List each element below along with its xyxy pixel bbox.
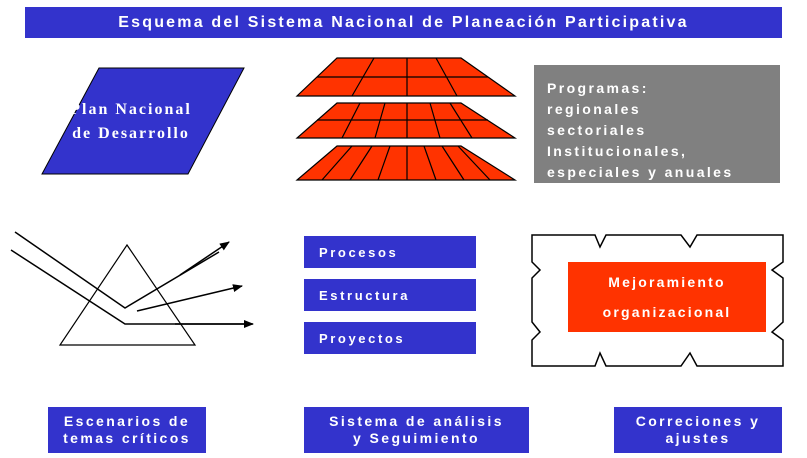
arrow-up bbox=[179, 241, 230, 276]
escenarios-box: Escenarios de temas críticos bbox=[48, 407, 206, 453]
sistema-line-1: Sistema de análisis bbox=[329, 413, 504, 429]
mejoramiento-line-2: organizacional bbox=[602, 304, 732, 320]
prism-triangle bbox=[58, 243, 197, 346]
escenarios-line-1: Escenarios de bbox=[63, 413, 191, 429]
plan-line-2: de Desarrollo bbox=[72, 125, 190, 142]
correciones-box: Correciones y ajustes bbox=[614, 407, 782, 453]
proyectos-box: Proyectos bbox=[304, 322, 476, 354]
mejoramiento-line-1: Mejoramiento bbox=[608, 274, 726, 290]
programas-box: Programas: regionales sectoriales Instit… bbox=[534, 65, 780, 183]
programas-line: especiales y anuales bbox=[547, 164, 734, 180]
escenarios-line-2: temas críticos bbox=[63, 430, 191, 446]
prism-diagram bbox=[10, 231, 254, 346]
correciones-line-2: ajustes bbox=[665, 430, 731, 446]
programas-line: regionales bbox=[547, 101, 642, 117]
sistema-line-2: y Seguimiento bbox=[353, 430, 480, 446]
plane-bottom bbox=[295, 145, 518, 181]
estructura-box: Estructura bbox=[304, 279, 476, 311]
procesos-box: Procesos bbox=[304, 236, 476, 268]
programas-line: Programas: bbox=[547, 80, 649, 96]
mejoramiento-box: Mejoramiento organizacional bbox=[568, 262, 766, 332]
programas-line: Institucionales, bbox=[547, 143, 688, 159]
mejoramiento-frame bbox=[531, 234, 784, 367]
light-ray-lower bbox=[10, 249, 252, 325]
programas-line: sectoriales bbox=[547, 122, 647, 138]
plan-parallelogram bbox=[41, 67, 245, 175]
sistema-analisis-box: Sistema de análisis y Seguimiento bbox=[304, 407, 529, 453]
arrow-mid bbox=[136, 284, 243, 312]
plan-nacional-label: Plan Nacional de Desarrollo bbox=[48, 98, 214, 146]
diagram-title: Esquema del Sistema Nacional de Planeaci… bbox=[25, 7, 782, 38]
correciones-line-1: Correciones y bbox=[635, 413, 761, 429]
plan-line-1: Plan Nacional bbox=[70, 101, 192, 118]
stacked-planes bbox=[295, 57, 518, 181]
